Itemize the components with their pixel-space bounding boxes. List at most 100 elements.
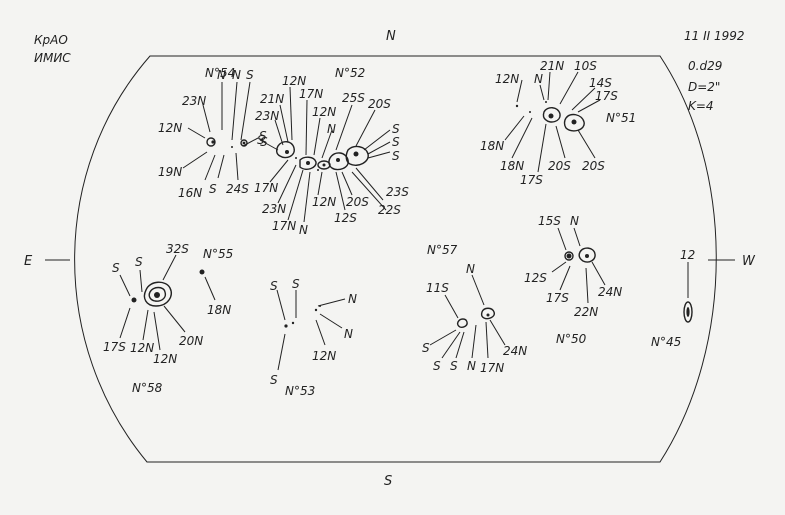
spot-penumbra	[578, 247, 596, 263]
label: 12N	[282, 74, 306, 88]
spot	[571, 119, 577, 125]
label: 20S	[368, 97, 391, 111]
spot	[317, 169, 319, 171]
group-55-number: N°55	[203, 247, 233, 261]
group-57: N°57 N 11S S S S N 24N 17N	[422, 243, 527, 375]
label: N	[466, 262, 475, 276]
label: 12N	[312, 105, 336, 119]
label: S	[292, 277, 300, 291]
group-54-lines	[182, 81, 259, 181]
spot-penumbra	[683, 301, 693, 323]
spot	[206, 137, 216, 147]
spot	[319, 305, 321, 307]
spot-penumbra	[148, 286, 167, 302]
label: 18N	[500, 159, 524, 173]
label: N	[344, 327, 353, 341]
label: S	[392, 122, 400, 136]
label: 23S	[386, 185, 409, 199]
east-label: E	[24, 254, 33, 269]
spot-penumbra	[456, 318, 468, 328]
label: N	[217, 68, 226, 82]
label: N	[570, 214, 579, 228]
label: 17S	[103, 340, 126, 354]
label: 18N	[207, 303, 231, 317]
label: 20N	[179, 334, 203, 348]
group-54-number: N°54	[205, 66, 235, 80]
spot	[295, 157, 297, 159]
spot	[585, 254, 589, 258]
spot-penumbra	[480, 307, 495, 320]
group-58-number: N°58	[132, 381, 163, 395]
spot	[314, 308, 318, 312]
spot	[529, 111, 531, 113]
label: N	[348, 292, 357, 306]
label: 12N	[495, 72, 519, 86]
group-58-lines	[119, 254, 186, 351]
spot	[199, 269, 205, 275]
label: S	[433, 359, 441, 373]
spot	[353, 151, 359, 157]
label: 17N	[254, 181, 278, 195]
label: 21N	[260, 92, 284, 106]
label: 32S	[166, 242, 189, 256]
label: 22S	[378, 203, 401, 217]
group-53: N°53 S S N N 12N S	[270, 277, 357, 398]
spot-penumbra	[143, 281, 172, 307]
label: 12N	[158, 121, 182, 135]
spot-penumbra	[345, 145, 369, 166]
label: S	[112, 261, 120, 275]
label: 12N	[153, 352, 177, 366]
label: 12	[680, 248, 695, 262]
spot	[231, 146, 233, 148]
spot	[285, 150, 289, 154]
spot	[686, 307, 690, 317]
label: 24N	[503, 344, 527, 358]
south-label: S	[384, 474, 392, 489]
group-51-number: N°51	[606, 111, 636, 125]
label: 23N	[182, 94, 206, 108]
spot	[131, 297, 137, 303]
label: 20S	[346, 195, 369, 209]
group-51-lines	[504, 71, 601, 173]
label: 19N	[158, 165, 182, 179]
label: 17N	[272, 219, 296, 233]
k-label: K=4	[688, 99, 714, 113]
label: 16N	[178, 186, 202, 200]
group-54: N°54 23N N N S 12N 19N 16N S 24S S	[158, 66, 267, 200]
spot	[548, 113, 554, 119]
label: 14S	[589, 76, 612, 90]
label: 12S	[524, 271, 547, 285]
label: 18N	[480, 139, 504, 153]
group-52-lines	[259, 86, 391, 223]
label: 17N	[299, 87, 323, 101]
label: 17N	[480, 361, 504, 375]
label: 12S	[334, 211, 357, 225]
spot	[515, 104, 519, 108]
label: 10S	[574, 59, 597, 73]
label: S	[246, 68, 254, 82]
group-52-number: N°52	[335, 66, 365, 80]
spot	[322, 163, 326, 167]
spot	[240, 139, 248, 147]
group-57-lines	[429, 274, 506, 359]
label: N	[327, 122, 336, 136]
group-58: N°58 S S 32S 17S 12N 12N 20N	[103, 242, 203, 395]
group-50: N°50 15S N 12S 17S 22N 24N	[524, 214, 622, 346]
spot-penumbra	[563, 113, 585, 132]
observatory-line-2: ИМИС	[34, 51, 71, 65]
spot	[306, 161, 310, 165]
label: 17S	[595, 89, 618, 103]
label: S	[392, 135, 400, 149]
label: S	[260, 135, 268, 149]
west-label: W	[742, 254, 756, 269]
label: S	[392, 149, 400, 163]
label: 23N	[255, 109, 279, 123]
label: 24S	[226, 182, 249, 196]
label: 20S	[548, 159, 571, 173]
label: 20S	[582, 159, 605, 173]
label: 21N	[540, 59, 564, 73]
observatory-line-1: КрАО	[34, 33, 68, 47]
group-53-number: N°53	[285, 384, 315, 398]
label: S	[422, 341, 430, 355]
group-57-number: N°57	[427, 243, 458, 257]
